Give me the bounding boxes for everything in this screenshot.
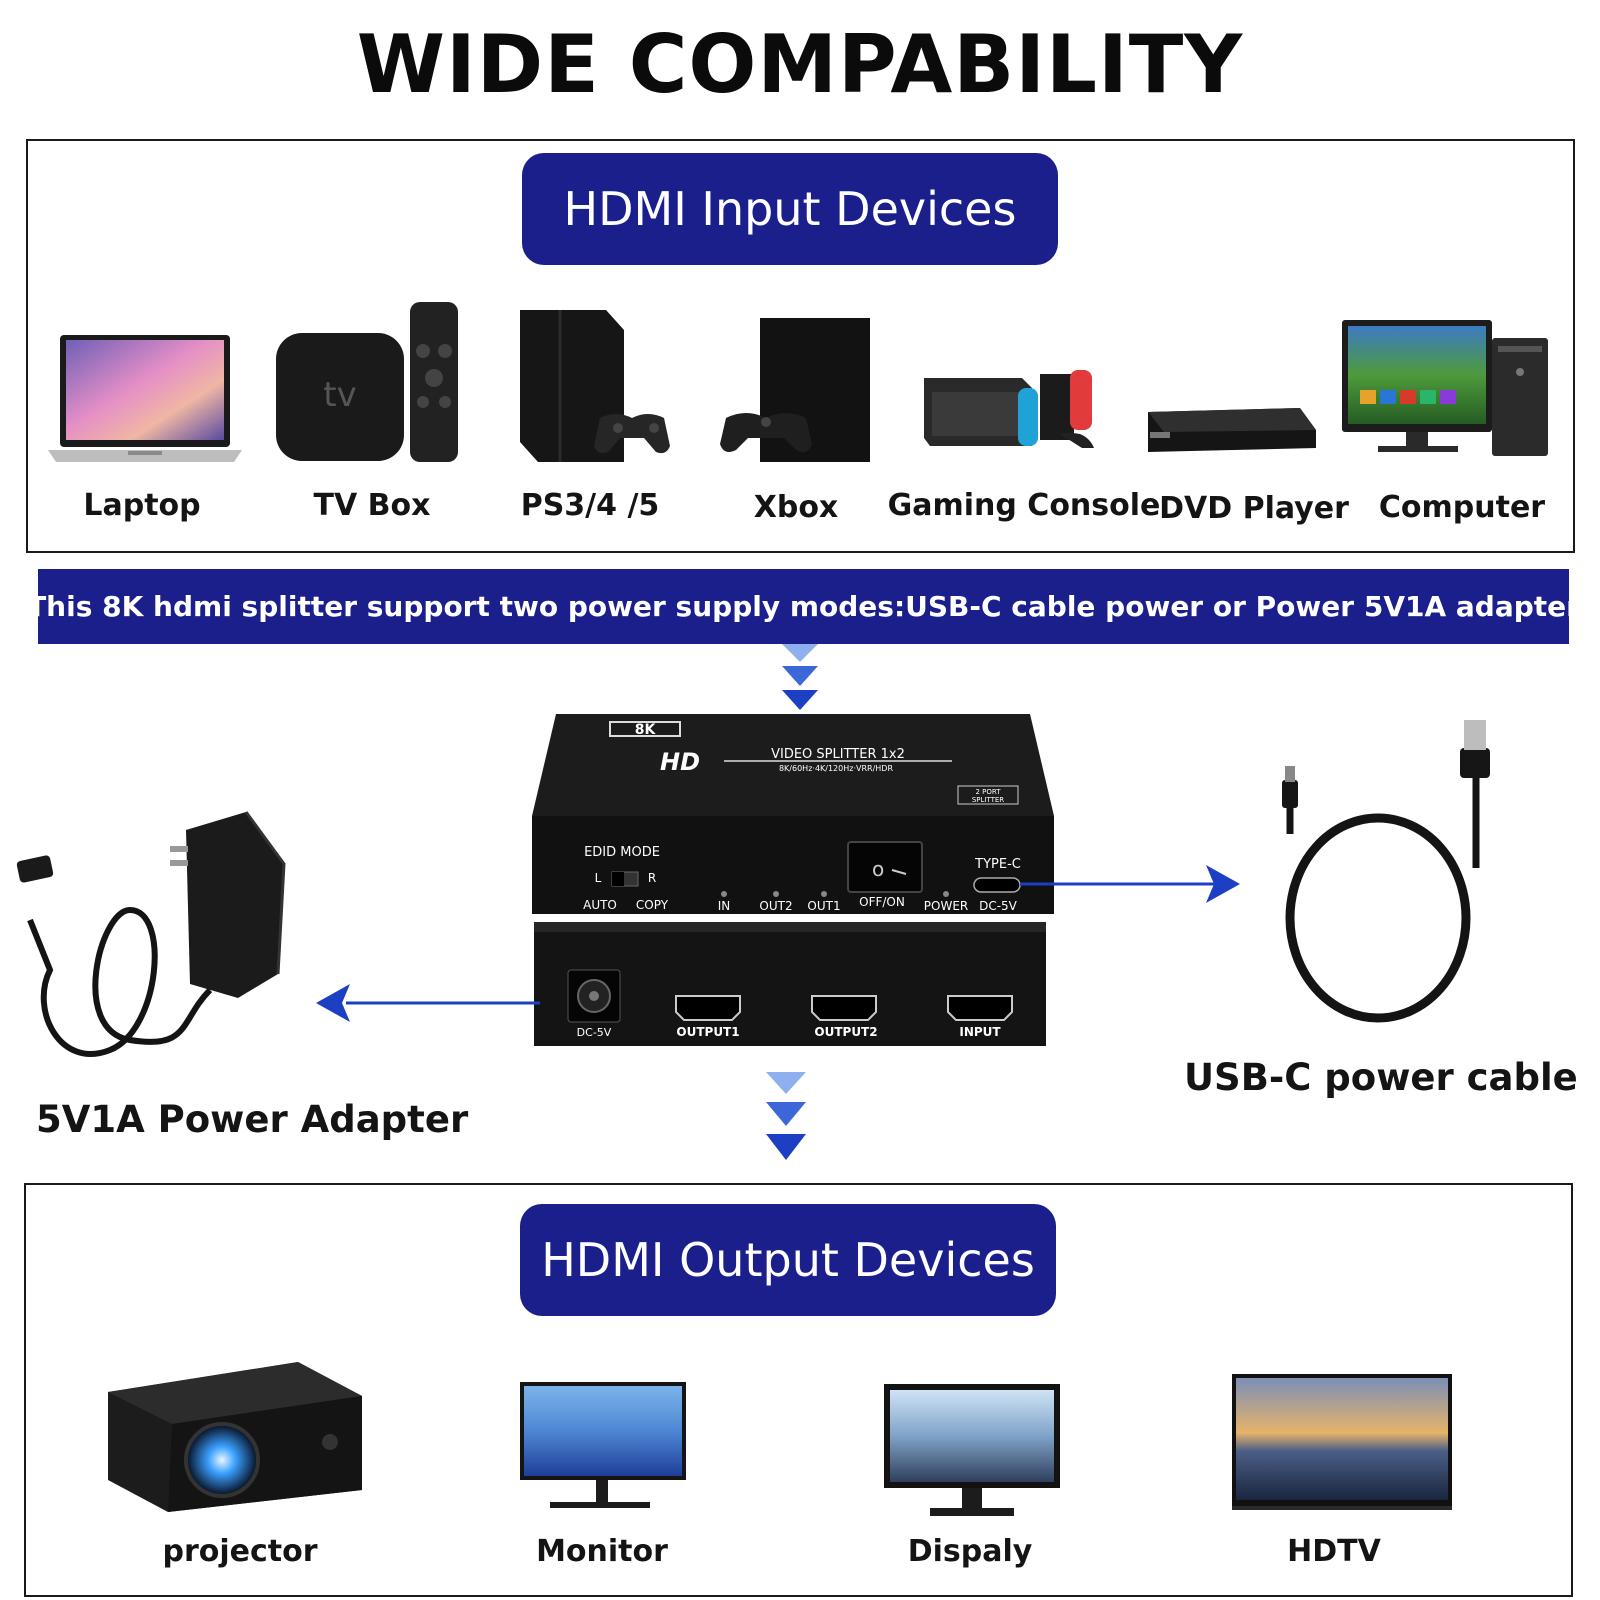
edid-l: L — [595, 871, 602, 885]
edid-auto: AUTO — [583, 898, 617, 912]
device-label-dvd-player: DVD Player — [1159, 491, 1349, 526]
device-label-computer: Computer — [1378, 490, 1546, 525]
splitter-spec: 8K/60Hz·4K/120Hz·VRR/HDR — [779, 764, 893, 773]
output-devices-heading: HDMI Output Devices — [520, 1204, 1056, 1316]
8k-badge-frame — [609, 721, 681, 737]
device-label-hdtv: HDTV — [1287, 1534, 1381, 1569]
down-arrows-top — [782, 644, 818, 710]
device-label-laptop: Laptop — [83, 488, 201, 523]
splitter-title: VIDEO SPLITTER 1x2 — [771, 747, 905, 762]
typec-sub: DC-5V — [979, 899, 1018, 913]
power-switch — [847, 841, 923, 893]
back-output1: OUTPUT1 — [676, 1025, 739, 1039]
svg-text:o: o — [872, 857, 884, 881]
arrow-to-adapter — [316, 984, 350, 1022]
back-dc-label: DC-5V — [577, 1026, 612, 1039]
device-label-gaming-console: Gaming Console — [887, 488, 1161, 523]
cable-label: USB-C power cable — [1184, 1056, 1578, 1099]
page-title: WIDE COMPABILITY — [356, 18, 1244, 111]
down-arrows-bottom — [766, 1072, 806, 1160]
device-label-display: Dispaly — [907, 1534, 1033, 1569]
edid-r: R — [648, 871, 656, 885]
back-output2: OUTPUT2 — [814, 1025, 877, 1039]
input-devices-heading: HDMI Input Devices — [522, 153, 1058, 265]
typec-title: TYPE-C — [974, 857, 1021, 872]
edid-copy: COPY — [636, 898, 669, 912]
power-modes-banner: This 8K hdmi splitter support two power … — [27, 569, 1580, 644]
arrow-to-cable — [1206, 865, 1240, 903]
port-tag-1: 2 PORT — [975, 788, 1001, 796]
typec-port — [973, 877, 1021, 893]
switch-label: OFF/ON — [859, 895, 905, 909]
device-label-playstation: PS3/4 /5 — [520, 488, 660, 523]
edid-mode-label: EDID MODE — [584, 845, 660, 860]
device-label-tv-box: TV Box — [313, 488, 431, 523]
led-in: IN — [718, 899, 731, 913]
port-tag-2: SPLITTER — [972, 796, 1004, 804]
device-label-xbox: Xbox — [753, 490, 839, 525]
device-label-monitor: Monitor — [536, 1534, 668, 1569]
adapter-label: 5V1A Power Adapter — [36, 1098, 469, 1141]
back-input: INPUT — [959, 1025, 1001, 1039]
usb-c-cable-icon — [1282, 720, 1490, 1023]
led-out2: OUT2 — [759, 899, 792, 913]
8k-badge: 8K — [635, 722, 657, 738]
power-adapter-icon — [16, 811, 286, 1057]
led-out1: OUT1 — [807, 899, 840, 913]
hd-logo: HD — [660, 748, 700, 776]
led-power: POWER — [924, 899, 968, 913]
device-label-projector: projector — [162, 1534, 318, 1569]
